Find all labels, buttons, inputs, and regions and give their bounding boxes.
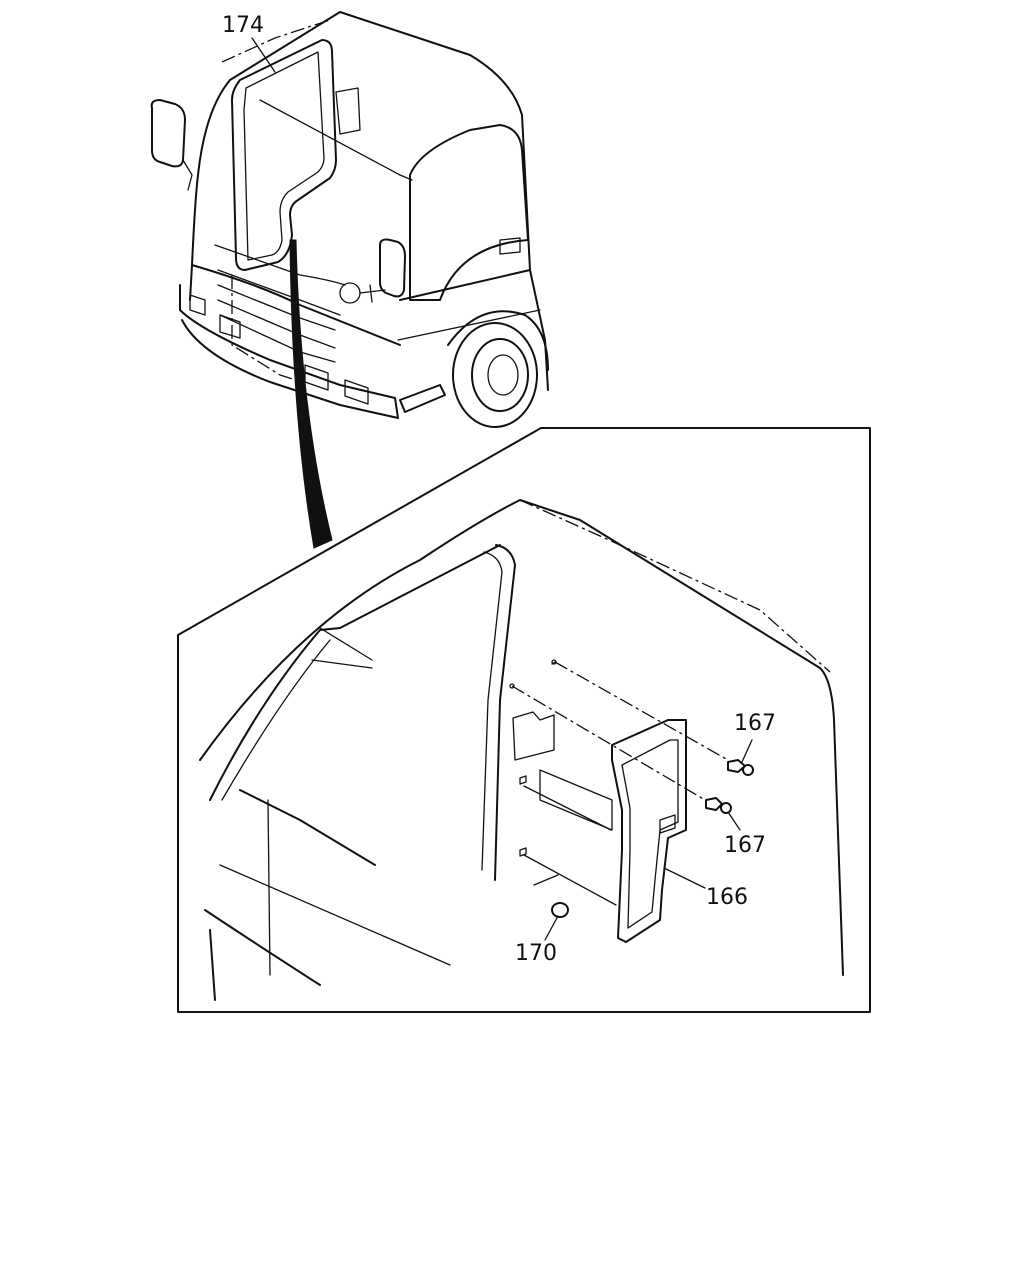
callout-170: 170 [515,941,557,966]
leader-line-166 [663,867,706,889]
callout-167-upper: 167 [734,711,776,736]
callout-167-lower: 167 [724,833,766,858]
leader-line-167-upper [741,739,753,763]
detail-cab-interior [199,499,844,1001]
detail-pointer [289,239,333,549]
detail-frame [177,427,871,1013]
leader-line-174 [251,37,276,73]
callout-166: 166 [706,885,748,910]
callout-174: 174 [222,13,264,38]
leader-line-170 [544,915,559,941]
truck-cab-illustration [150,11,549,428]
leader-line-167-lower [727,811,741,831]
